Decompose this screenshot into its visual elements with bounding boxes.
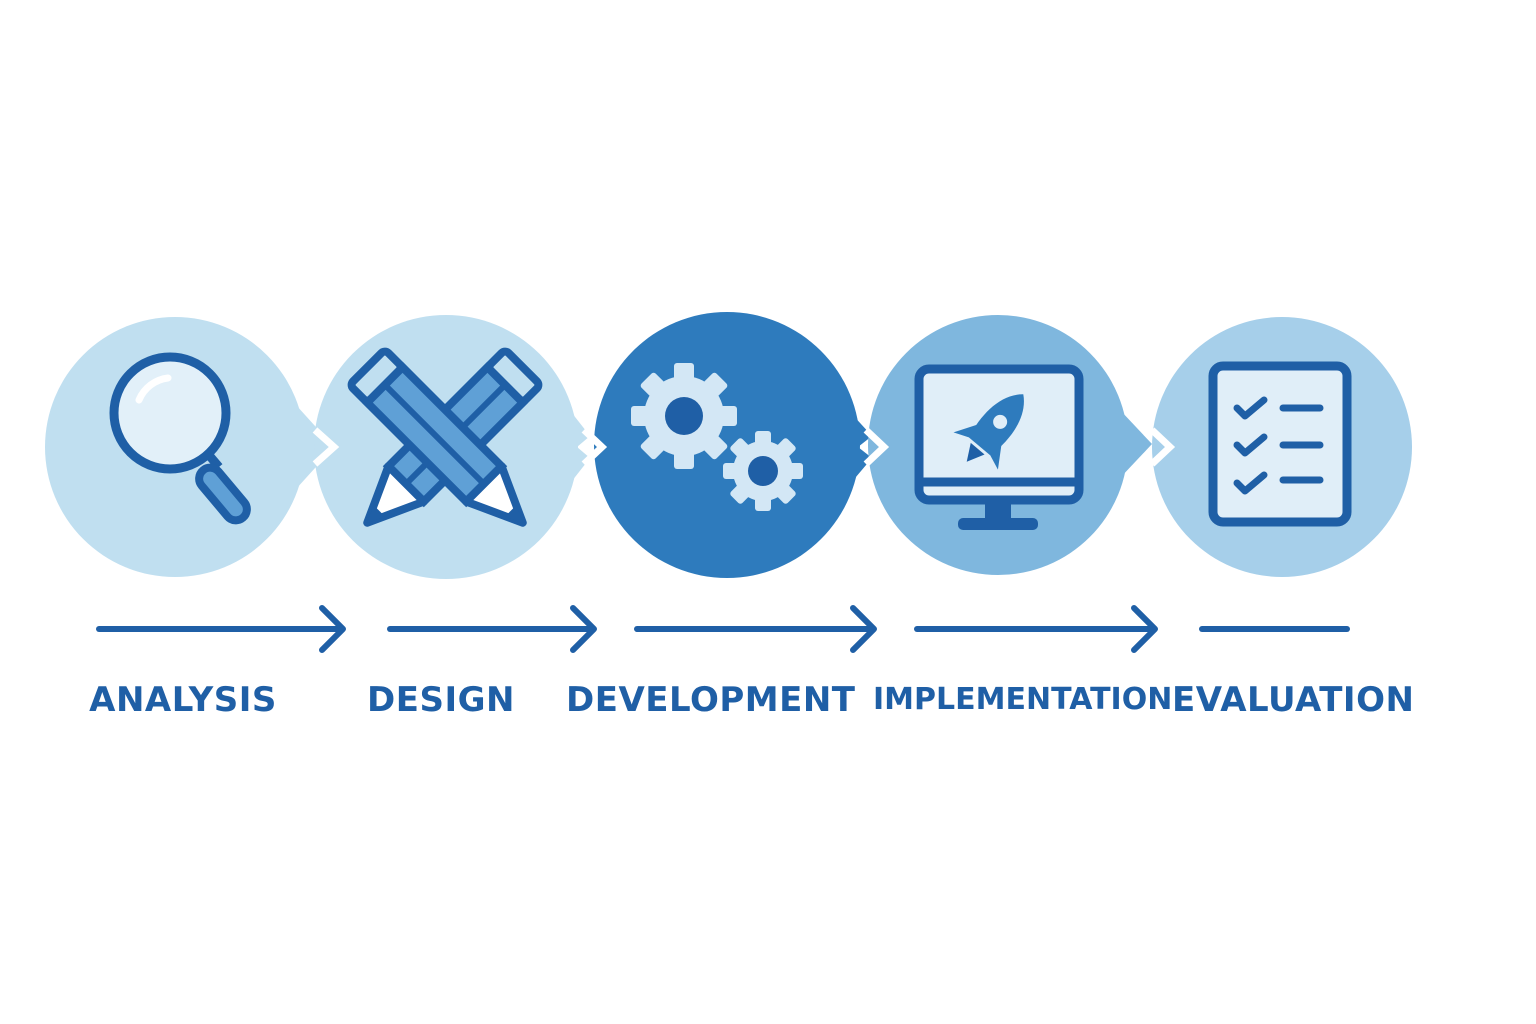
- stage-development: [581, 312, 872, 578]
- gears-icon: [631, 363, 803, 511]
- monitor-rocket-icon: [914, 364, 1084, 530]
- connector-notch-design: [568, 408, 590, 486]
- stage-implementation: [863, 315, 1152, 575]
- stage-analysis: [45, 317, 334, 577]
- connector-notch-implementation: [1120, 410, 1152, 478]
- stage-label-implementation: IMPLEMENTATION: [873, 682, 1173, 717]
- stage-circle-development: [594, 312, 860, 578]
- stage-design: [312, 315, 590, 579]
- checklist-icon: [1208, 361, 1352, 527]
- magnifying-glass-icon: [109, 352, 251, 525]
- arrow-implementation-to-evaluation: [914, 605, 1158, 653]
- stage-label-development: DEVELOPMENT: [566, 680, 856, 720]
- arrow-design-to-development: [387, 605, 597, 653]
- crossed-pencils-icon: [347, 347, 543, 527]
- stage-label-design: DESIGN: [367, 680, 515, 720]
- arrow-analysis-to-design: [96, 605, 346, 653]
- arrow-development-to-implementation: [634, 605, 877, 653]
- rocket-icon: [953, 394, 1024, 470]
- stage-evaluation: [1149, 317, 1412, 577]
- stage-label-evaluation: EVALUATION: [1172, 680, 1415, 720]
- stage-label-analysis: ANALYSIS: [89, 680, 277, 720]
